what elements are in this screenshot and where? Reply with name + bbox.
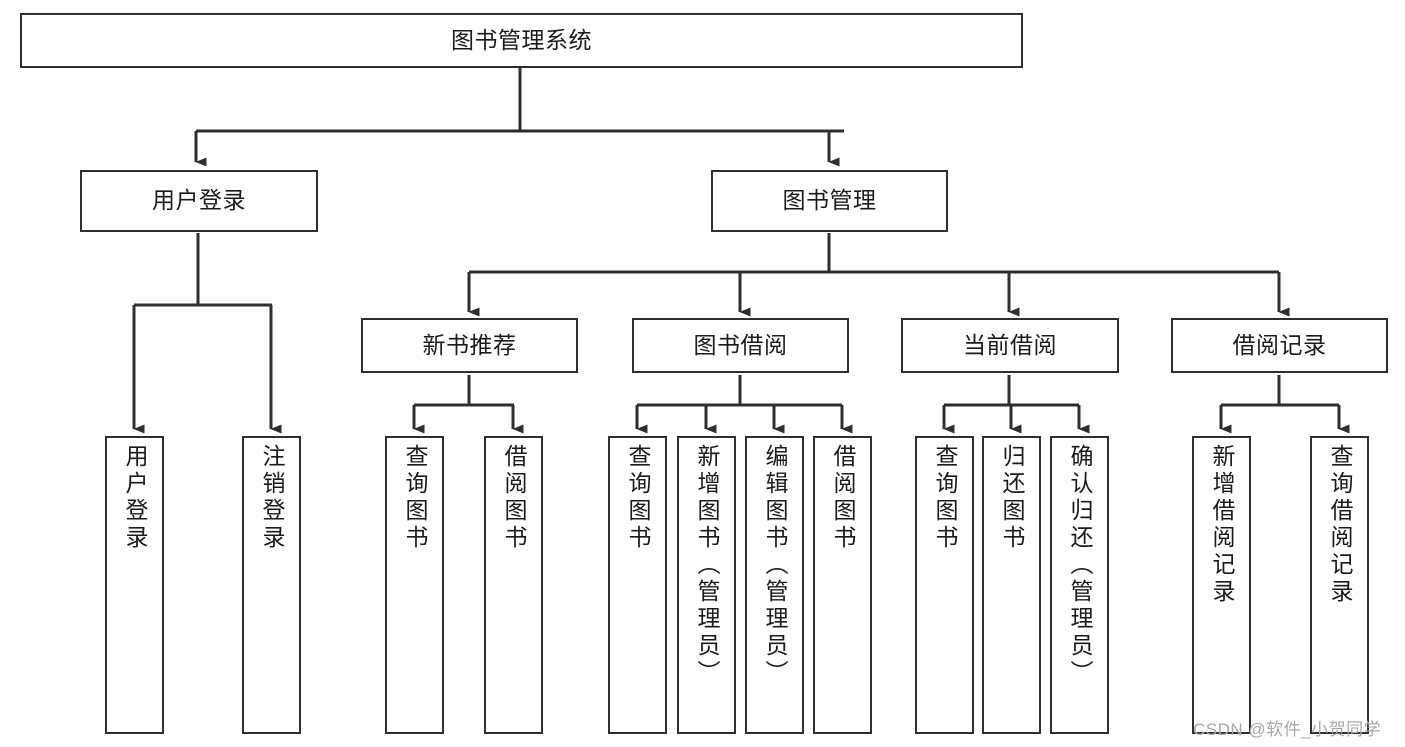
leaf-user-logout[interactable]: 注销登录 — [242, 436, 301, 734]
leaf-query-book-1[interactable]: 查询图书 — [385, 436, 444, 734]
node-root-system-label: 图书管理系统 — [451, 26, 592, 53]
leaf-return-book-label: 归还图书 — [999, 444, 1025, 552]
leaf-user-logout-label: 注销登录 — [259, 444, 285, 552]
leaf-query-book-3[interactable]: 查询图书 — [915, 436, 974, 734]
node-new-book-recommend[interactable]: 新书推荐 — [361, 318, 578, 373]
leaf-query-book-2-label: 查询图书 — [625, 444, 651, 552]
node-book-borrow-label: 图书借阅 — [693, 331, 788, 358]
node-user-login-label: 用户登录 — [152, 187, 246, 214]
node-borrow-record[interactable]: 借阅记录 — [1171, 318, 1388, 373]
leaf-add-book[interactable]: 新增图书（管理员） — [677, 436, 736, 734]
node-user-login[interactable]: 用户登录 — [80, 170, 318, 232]
node-current-borrow[interactable]: 当前借阅 — [901, 318, 1119, 373]
leaf-query-book-1-label: 查询图书 — [402, 444, 428, 552]
node-root-system[interactable]: 图书管理系统 — [20, 13, 1023, 68]
leaf-add-record-label: 新增借阅记录 — [1209, 444, 1235, 606]
leaf-query-book-3-label: 查询图书 — [932, 444, 958, 552]
leaf-edit-book[interactable]: 编辑图书（管理员） — [745, 436, 804, 734]
node-book-management-label: 图书管理 — [782, 187, 877, 214]
leaf-borrow-book-1[interactable]: 借阅图书 — [484, 436, 543, 734]
leaf-confirm-return[interactable]: 确认归还（管理员） — [1050, 436, 1109, 734]
leaf-edit-book-label: 编辑图书（管理员） — [762, 444, 788, 687]
leaf-add-record[interactable]: 新增借阅记录 — [1192, 436, 1251, 734]
leaf-query-book-2[interactable]: 查询图书 — [608, 436, 667, 734]
leaf-return-book[interactable]: 归还图书 — [982, 436, 1041, 734]
node-current-borrow-label: 当前借阅 — [963, 331, 1057, 358]
leaf-confirm-return-label: 确认归还（管理员） — [1067, 444, 1093, 687]
leaf-user-login[interactable]: 用户登录 — [105, 436, 164, 734]
leaf-add-book-label: 新增图书（管理员） — [694, 444, 720, 687]
leaf-query-record-label: 查询借阅记录 — [1327, 444, 1353, 606]
leaf-borrow-book-2-label: 借阅图书 — [830, 444, 856, 552]
csdn-watermark: CSDN @软件_小贺同学 — [1193, 720, 1382, 739]
leaf-query-record[interactable]: 查询借阅记录 — [1310, 436, 1369, 734]
node-borrow-record-label: 借阅记录 — [1232, 331, 1327, 358]
node-book-management[interactable]: 图书管理 — [711, 170, 948, 232]
leaf-borrow-book-1-label: 借阅图书 — [501, 444, 527, 552]
node-new-book-recommend-label: 新书推荐 — [422, 331, 517, 358]
leaf-borrow-book-2[interactable]: 借阅图书 — [813, 436, 872, 734]
node-book-borrow[interactable]: 图书借阅 — [632, 318, 849, 373]
leaf-user-login-label: 用户登录 — [122, 444, 148, 552]
